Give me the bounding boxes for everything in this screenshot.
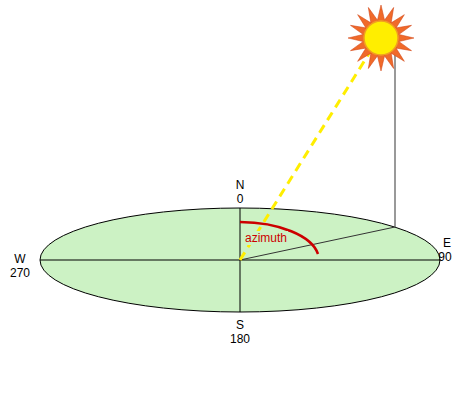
compass-degree: 90 (438, 250, 451, 264)
compass-letter: S (236, 318, 244, 332)
sun-symbol (348, 5, 414, 71)
compass-degree: 270 (10, 266, 30, 280)
sun-vertical-line (394, 52, 395, 227)
sun-projection-line (240, 227, 395, 260)
compass-letter: N (236, 178, 245, 192)
azimuth-arc (240, 222, 318, 254)
compass-letter: W (14, 252, 25, 266)
azimuth-label: azimuth (244, 231, 288, 245)
compass-letter: E (443, 236, 451, 250)
compass-degree: 180 (230, 332, 250, 346)
sun-ray-dashed (240, 52, 370, 260)
compass-degree: 0 (237, 192, 244, 206)
